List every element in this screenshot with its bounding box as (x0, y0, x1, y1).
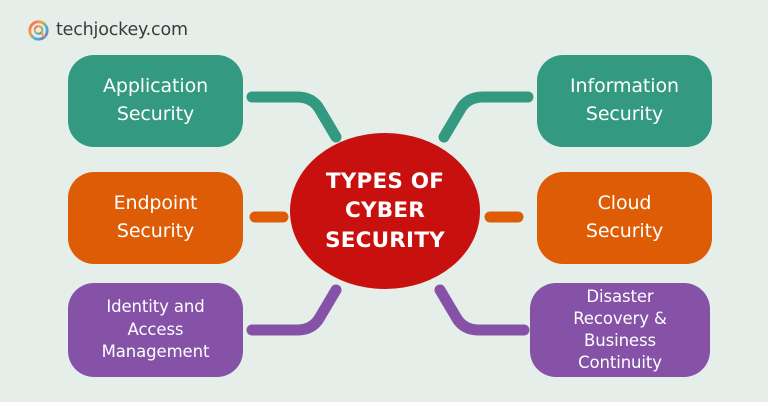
central-hub: TYPES OF CYBER SECURITY (290, 133, 480, 289)
node-information-security[interactable]: Information Security (537, 55, 712, 147)
node-label: Cloud Security (585, 192, 664, 242)
node-label: Application Security (102, 75, 209, 125)
brand-name: techjockey.com (56, 19, 188, 40)
connector-identity-access (246, 284, 342, 336)
hub-title: TYPES OF CYBER SECURITY (325, 168, 445, 253)
node-label: Disaster Recovery & Business Continuity (573, 287, 667, 372)
node-identity-access-management[interactable]: Identity and Access Management (68, 283, 243, 377)
node-endpoint-security[interactable]: Endpoint Security (68, 172, 243, 264)
connector-information-security (438, 91, 534, 143)
node-disaster-recovery-business-continuity[interactable]: Disaster Recovery & Business Continuity (530, 283, 710, 377)
connector-application-security (246, 91, 342, 143)
connector-disaster-recovery (434, 284, 530, 336)
node-label: Endpoint Security (113, 192, 198, 242)
node-label: Information Security (570, 75, 679, 125)
node-cloud-security[interactable]: Cloud Security (537, 172, 712, 264)
techjockey-logo-icon (28, 19, 49, 41)
node-label: Identity and Access Management (101, 296, 210, 362)
node-application-security[interactable]: Application Security (68, 55, 243, 147)
brand-logo: techjockey.com (28, 18, 188, 42)
